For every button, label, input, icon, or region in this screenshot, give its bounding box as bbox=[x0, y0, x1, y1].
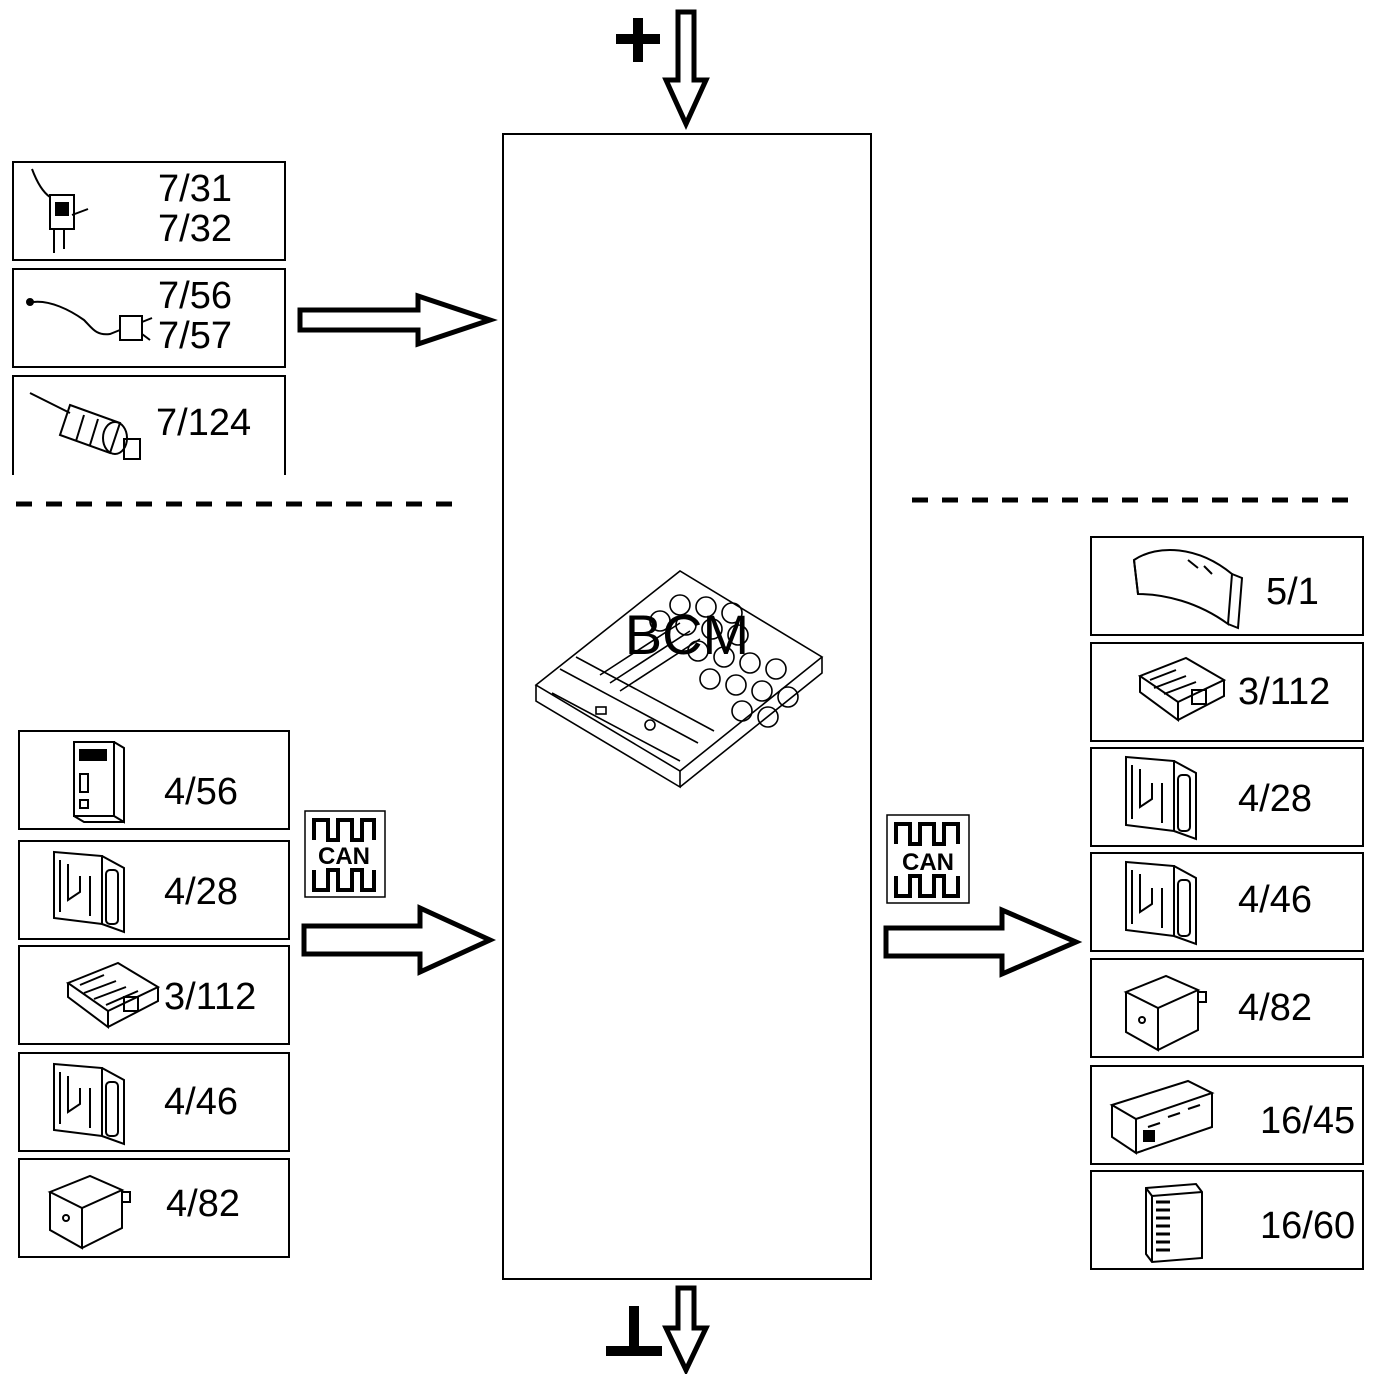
control-box-icon bbox=[1109, 1079, 1215, 1155]
output-box-4-82: 4/82 bbox=[1090, 958, 1364, 1058]
can-input-box-4-82: 4/82 bbox=[18, 1158, 290, 1258]
sensor-cube-icon bbox=[1123, 974, 1207, 1052]
can-input-label: 4/82 bbox=[166, 1183, 240, 1225]
control-unit-icon bbox=[73, 741, 125, 824]
output-label: 16/45 bbox=[1260, 1100, 1356, 1142]
input-box-7-56-7-57: 7/56 7/57 bbox=[12, 268, 286, 368]
input-arrow-direct bbox=[297, 292, 498, 348]
output-label: 4/28 bbox=[1238, 778, 1312, 820]
power-supply-symbol bbox=[616, 9, 710, 131]
left-separator bbox=[16, 501, 464, 507]
module-icon bbox=[1125, 755, 1197, 841]
input-box-7-124: 7/124 bbox=[12, 375, 286, 475]
control-unit-icon bbox=[1145, 1182, 1203, 1264]
can-input-box-3-112: 3/112 bbox=[18, 945, 290, 1045]
can-label-right: CAN bbox=[902, 849, 954, 876]
output-arrow-can bbox=[883, 906, 1083, 978]
module-icon bbox=[53, 1062, 125, 1146]
bcm-unit-icon bbox=[534, 570, 824, 789]
bcm-module: BCM bbox=[502, 133, 872, 1280]
output-label: 4/46 bbox=[1238, 879, 1312, 921]
instrument-cluster-icon bbox=[1132, 549, 1244, 630]
output-label: 4/82 bbox=[1238, 987, 1312, 1029]
can-input-label: 4/28 bbox=[164, 871, 238, 913]
input-label: 7/124 bbox=[156, 402, 252, 444]
input-box-7-31-7-32: 7/31 7/32 bbox=[12, 161, 286, 261]
can-input-label: 4/46 bbox=[164, 1081, 238, 1123]
module-icon bbox=[1125, 860, 1197, 946]
sensor-icon bbox=[31, 168, 89, 253]
output-label: 16/60 bbox=[1260, 1205, 1356, 1247]
right-separator bbox=[912, 497, 1360, 503]
can-input-label: 4/56 bbox=[164, 771, 238, 813]
output-box-16-45: 16/45 bbox=[1090, 1065, 1364, 1165]
input-label: 7/56 7/57 bbox=[158, 275, 232, 357]
can-input-box-4-28: 4/28 bbox=[18, 840, 290, 940]
module-icon bbox=[53, 850, 125, 934]
can-input-label: 3/112 bbox=[164, 976, 257, 1018]
can-label-left: CAN bbox=[318, 843, 370, 870]
sensor-cube-icon bbox=[47, 1174, 131, 1250]
can-input-box-4-56: 4/56 bbox=[18, 730, 290, 830]
output-box-16-60: 16/60 bbox=[1090, 1170, 1364, 1270]
motor-icon bbox=[29, 392, 141, 460]
input-label: 7/31 7/32 bbox=[158, 168, 232, 250]
ground-symbol bbox=[606, 1285, 710, 1374]
switch-panel-icon bbox=[1137, 656, 1227, 722]
can-badge-right: CAN bbox=[886, 814, 970, 904]
can-input-box-4-46: 4/46 bbox=[18, 1052, 290, 1152]
input-arrow-can bbox=[301, 904, 497, 976]
can-badge-left: CAN bbox=[304, 810, 386, 898]
output-label: 5/1 bbox=[1266, 571, 1319, 613]
cable-sensor-icon bbox=[26, 298, 153, 341]
switch-panel-icon bbox=[65, 961, 161, 1029]
output-box-4-28: 4/28 bbox=[1090, 747, 1364, 847]
output-label: 3/112 bbox=[1238, 671, 1331, 713]
output-box-3-112: 3/112 bbox=[1090, 642, 1364, 742]
output-box-4-46: 4/46 bbox=[1090, 852, 1364, 952]
output-box-5-1: 5/1 bbox=[1090, 536, 1364, 636]
